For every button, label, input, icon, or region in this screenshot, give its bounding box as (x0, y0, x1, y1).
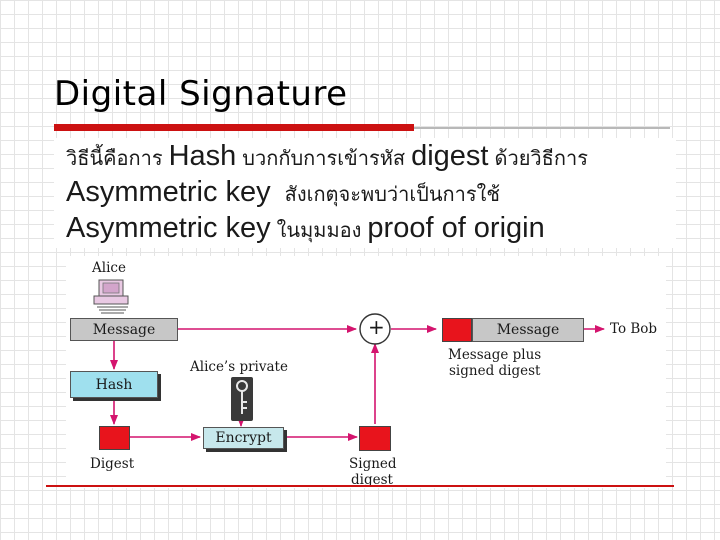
bottom-rule (46, 485, 674, 487)
plus-symbol: + (368, 315, 385, 339)
line2-thai: สังเกตุจะพบว่าเป็นการใช้ (284, 182, 500, 206)
digest-label-2: digest (351, 472, 393, 488)
digest-block (99, 426, 130, 450)
line3-proof-of-origin: proof of origin (367, 212, 545, 244)
signed-digest-block (359, 426, 391, 451)
line1-hash: Hash (168, 140, 237, 172)
alice-computer-icon (93, 279, 129, 314)
line3-thai: ในมุมมอง (276, 218, 362, 242)
message-plus-label: Message plus (448, 347, 542, 363)
line1-thai-b: บวกกับการเข้ารหัส (242, 146, 406, 170)
alice-label: Alice (92, 260, 126, 276)
line2-asymmetric-key: Asymmetric key (66, 176, 271, 208)
diagram-connectors (93, 279, 605, 441)
encrypt-box: Encrypt (203, 427, 284, 449)
hash-box: Hash (70, 371, 158, 398)
slide-title: Digital Signature (54, 74, 348, 114)
signed-label: Signed (349, 456, 397, 472)
line1-thai-a: วิธีนี้คือการ (66, 146, 163, 170)
to-bob-label: To Bob (610, 321, 658, 337)
title-underline-red (54, 124, 414, 131)
signed-digest-sub-label: signed digest (449, 363, 541, 379)
line1-thai-c: ด้วยวิธีการ (494, 146, 588, 170)
message-box: Message (70, 318, 178, 341)
combine-circle (359, 313, 391, 345)
body-line-2: Asymmetric key สังเกตุจะพบว่าเป็นการใช้ (66, 176, 506, 210)
signature-diagram: Alice Message Hash Digest Alice’s privat… (66, 256, 666, 488)
alice-private-label: Alice’s private (190, 359, 288, 375)
output-signed-block (442, 318, 472, 342)
private-key-icon (231, 377, 253, 421)
output-message-box: Message (472, 318, 584, 342)
line1-digest: digest (411, 140, 489, 172)
digest-label: Digest (90, 456, 135, 472)
line3-asymmetric-key: Asymmetric key (66, 212, 271, 244)
title-underline-gray (414, 127, 670, 129)
